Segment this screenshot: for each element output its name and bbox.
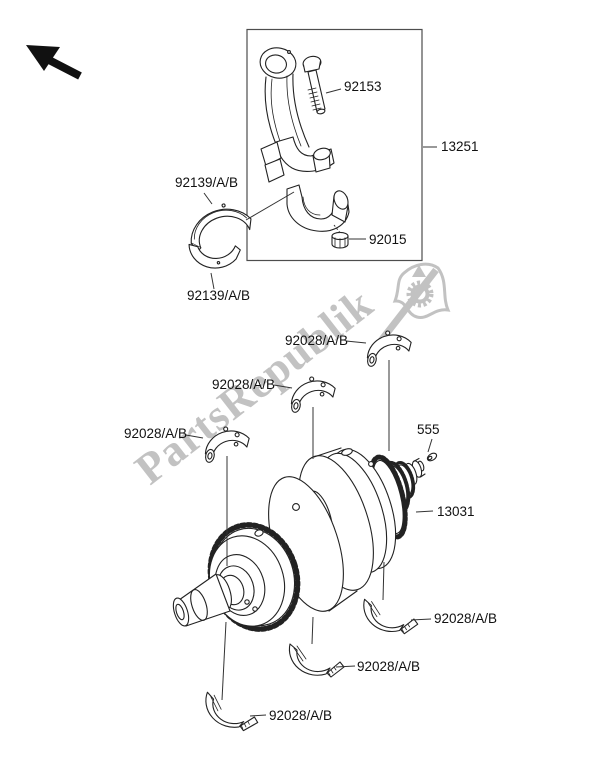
gear-icon-rim	[410, 284, 430, 304]
watermark: PartsRepublik	[126, 262, 451, 494]
watermark-flag	[392, 262, 451, 319]
main-bearing-shell	[201, 691, 262, 733]
dowel-pin	[426, 452, 438, 462]
part-label: 92028/A/B	[285, 333, 349, 348]
part-label: 555	[417, 422, 440, 437]
part-label: 92139/A/B	[175, 175, 239, 190]
rod-nut	[331, 231, 349, 249]
part-label: 13031	[437, 504, 475, 519]
connecting-rod-assembly-box	[246, 28, 423, 262]
part-label: 92015	[369, 232, 407, 247]
rod-bearing-shell-upper	[190, 203, 252, 253]
connecting-rod	[259, 47, 335, 183]
part-label: 92028/A/B	[434, 611, 498, 626]
part-label: 92028/A/B	[269, 708, 333, 723]
part-label: 92028/A/B	[212, 377, 276, 392]
main-bearing-shell	[288, 643, 345, 678]
part-label: 92028/A/B	[124, 426, 188, 441]
crankshaft	[172, 447, 426, 632]
direction-arrow-icon	[26, 45, 82, 80]
part-label: 92139/A/B	[187, 288, 251, 303]
gear-icon	[406, 280, 434, 308]
part-label: 92028/A/B	[357, 659, 421, 674]
main-bearing-shell	[362, 598, 420, 635]
part-label: 13251	[441, 139, 479, 154]
rod-bolt	[302, 55, 326, 115]
watermark-flag-pole	[377, 267, 439, 345]
part-label: 92153	[344, 79, 382, 94]
watermark-pole-tip	[412, 265, 426, 277]
main-bearing-shell	[359, 326, 416, 370]
rod-cap	[286, 184, 350, 232]
rod-bearing-shell-lower	[188, 243, 241, 269]
leader-lines	[185, 88, 437, 717]
